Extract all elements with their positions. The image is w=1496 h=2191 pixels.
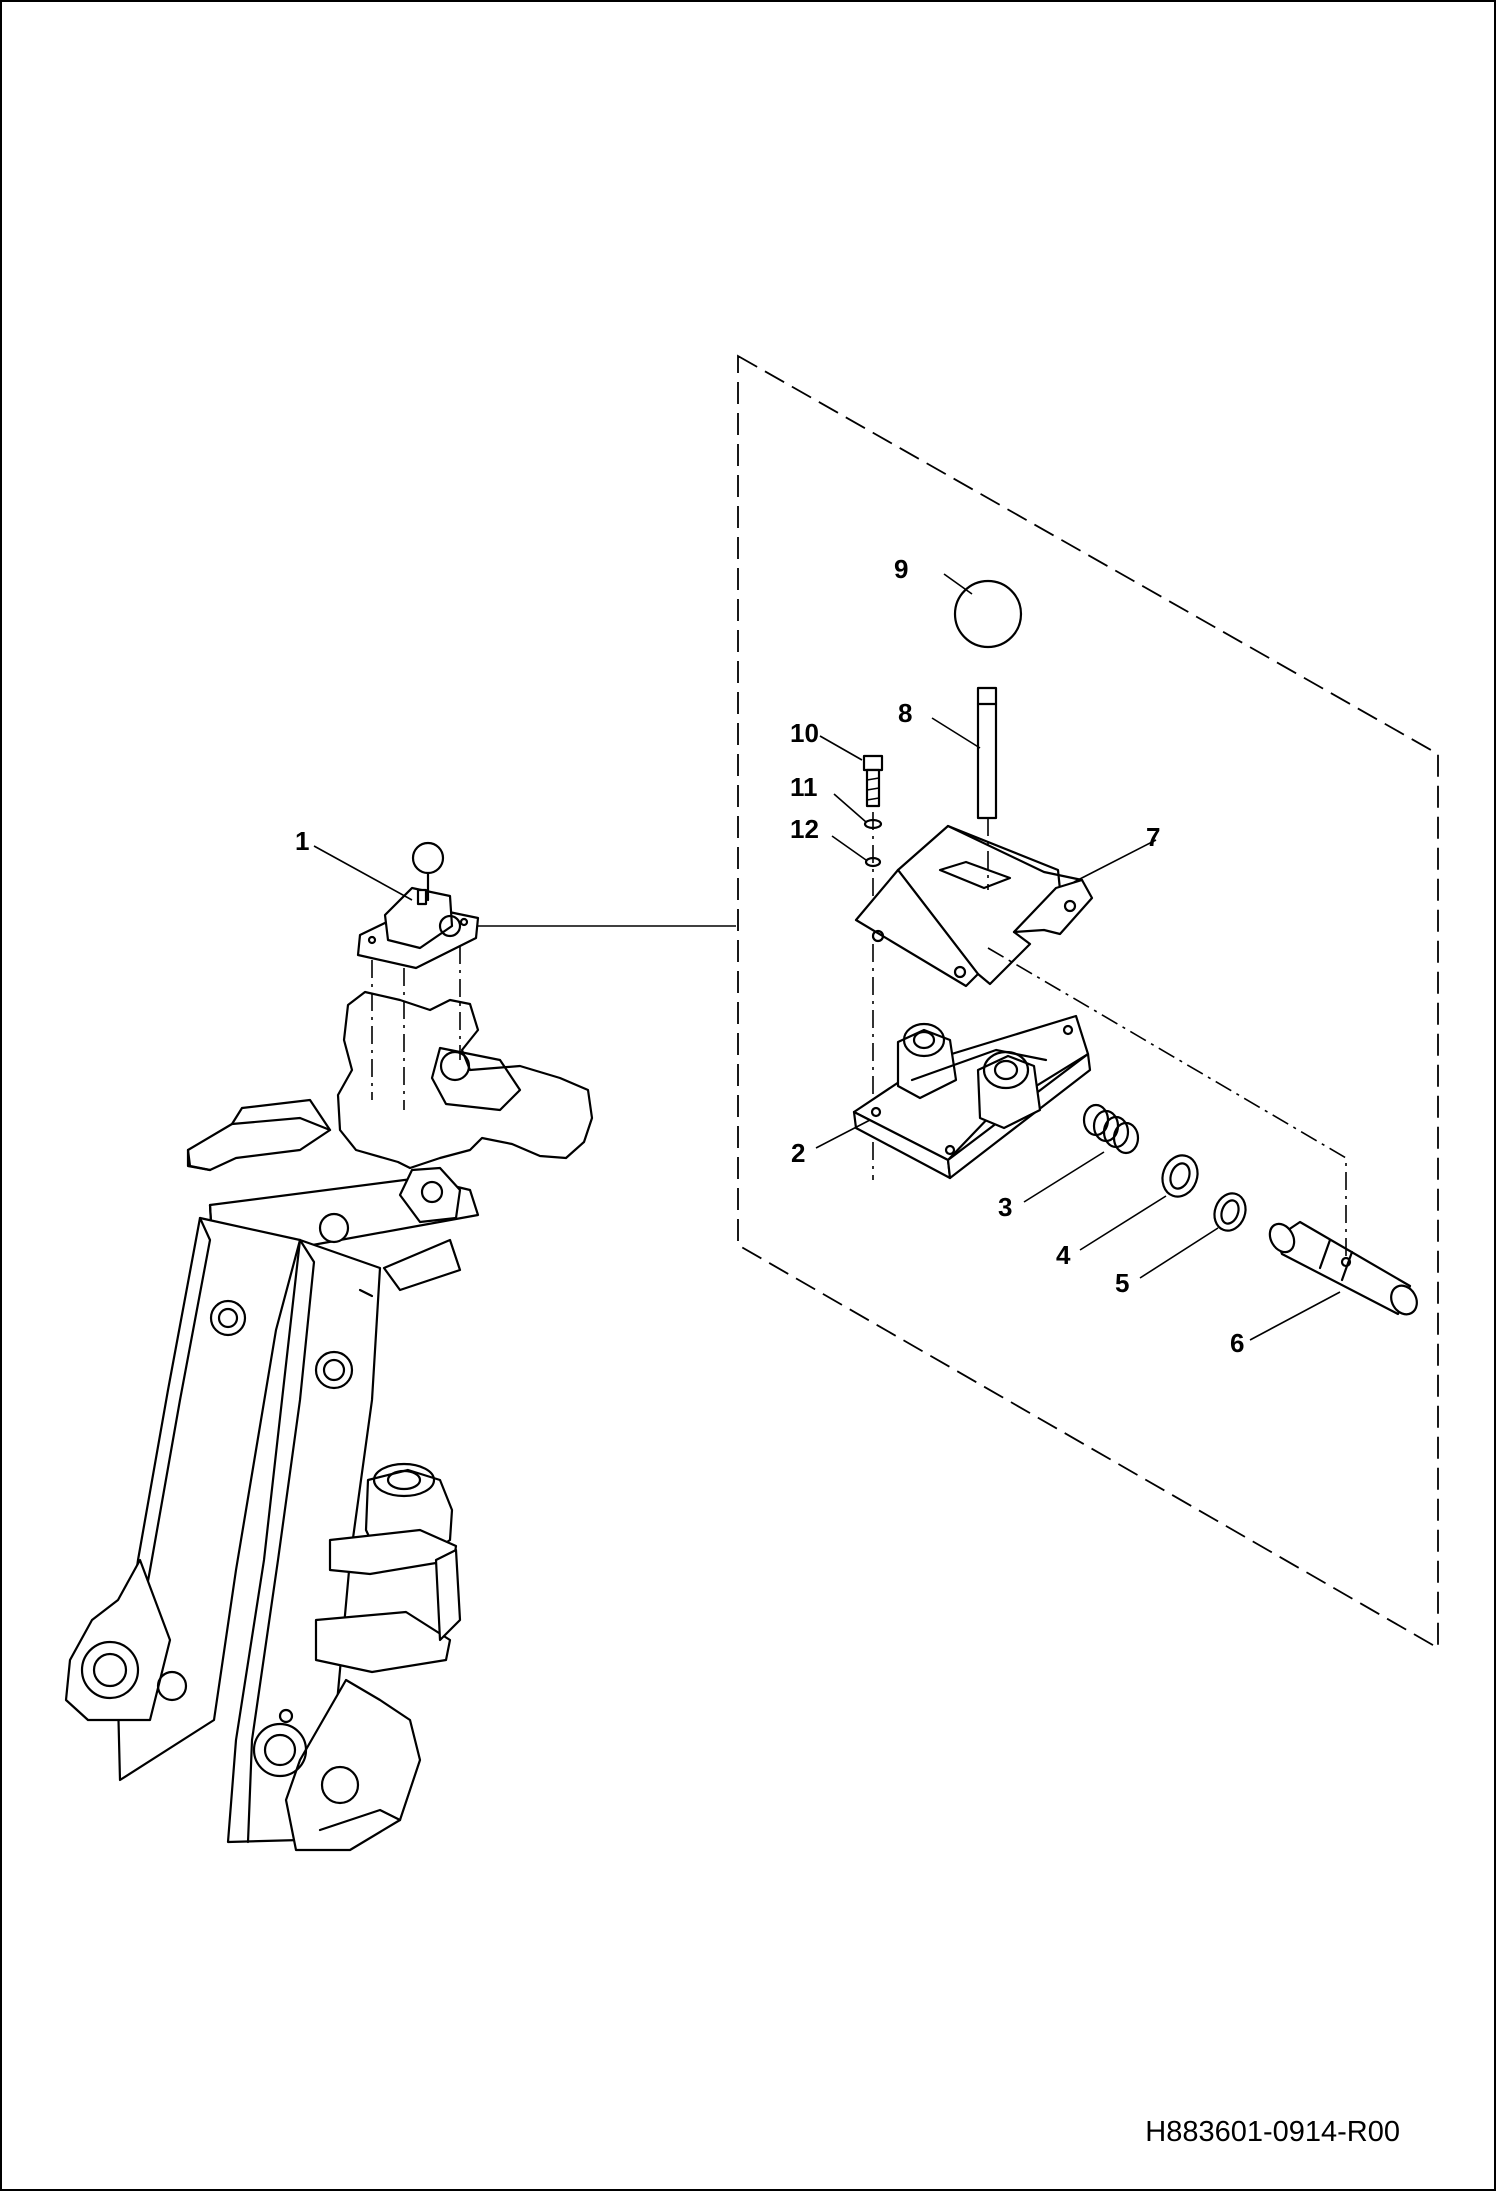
pin-part — [1268, 1220, 1418, 1316]
lock-assembly-small — [356, 841, 480, 1110]
washer-5-part — [1213, 1192, 1247, 1232]
lever-rod-part — [976, 686, 998, 820]
exploded-detail-panel — [737, 354, 1439, 1650]
document-number: H883601-0914-R00 — [1145, 2116, 1400, 2148]
callout-2: 2 — [791, 1138, 805, 1168]
callout-12: 12 — [790, 814, 819, 844]
callout-6: 6 — [1230, 1328, 1244, 1358]
callout-9: 9 — [894, 554, 908, 584]
callout-leaders — [313, 573, 1341, 1341]
washer-4-part — [1161, 1154, 1199, 1198]
bolt-part — [862, 754, 884, 808]
callout-1: 1 — [295, 826, 309, 856]
callout-10: 10 — [790, 718, 819, 748]
bracket-part — [854, 818, 1094, 988]
assembly-centerline — [987, 947, 1347, 1262]
frame-assembly — [64, 990, 594, 1852]
knob-part — [953, 579, 1023, 649]
callout-11: 11 — [790, 772, 818, 802]
callout-3: 3 — [998, 1192, 1012, 1222]
callout-4: 4 — [1056, 1240, 1071, 1270]
callout-8: 8 — [898, 698, 912, 728]
base-block-part — [852, 1014, 1092, 1180]
callout-7: 7 — [1146, 822, 1160, 852]
spring-part — [1082, 1103, 1140, 1155]
callout-5: 5 — [1115, 1268, 1129, 1298]
